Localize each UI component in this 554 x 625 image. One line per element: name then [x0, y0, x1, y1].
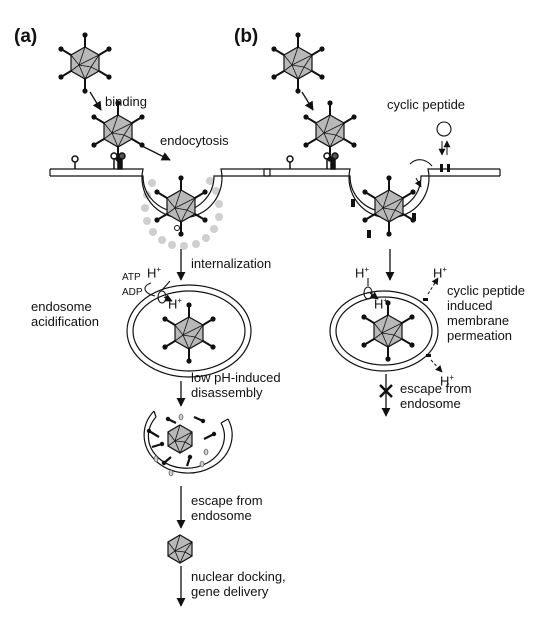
receptors-b: [286, 152, 339, 170]
proton-label-a1: H+: [147, 265, 162, 281]
endosome-a: [126, 284, 252, 378]
block-cross-icon: [379, 384, 393, 398]
endosome-b: [329, 290, 439, 372]
proton-label-b1: H+: [355, 265, 370, 281]
proton-pump-icon: [144, 280, 173, 304]
disassembly-label: low pH-induced disassembly: [191, 370, 281, 400]
proton-label-b2: H+: [433, 265, 448, 281]
panel-a-label: (a): [14, 26, 38, 47]
proton-pump-icon-b: [363, 278, 379, 300]
fragments-icon: [146, 413, 217, 477]
endosome-virion-icon: [161, 301, 217, 365]
permeation-label: cyclic peptide induced membrane permeati…: [447, 283, 526, 343]
cyclic-peptide-label: cyclic peptide: [387, 97, 466, 112]
ruptured-endosome: [143, 410, 233, 474]
released-capsid-icon: [167, 534, 193, 564]
binding-arrow-b: [301, 91, 314, 111]
adp-label: ADP: [122, 287, 143, 298]
proton-label-b4: H+: [440, 373, 455, 389]
delivery-label: nuclear docking, gene delivery: [191, 569, 286, 599]
proton-label-a2: H+: [168, 296, 183, 312]
binding-arrow: [89, 91, 102, 111]
free-virion-icon-b: [270, 31, 326, 95]
endosome-acidification-label: endosome acidification: [31, 299, 99, 329]
proton-leak-arrows: [427, 277, 443, 373]
receptors-a: [71, 152, 126, 170]
pit-virion-icon-b: [361, 174, 417, 238]
free-virion-icon: [57, 31, 113, 95]
escape-label-b: escape from endosome: [400, 381, 472, 411]
atp-label: ATP: [122, 272, 141, 283]
panel-a-graphic: [49, 31, 271, 607]
peptide-exchange-arrows: [438, 140, 451, 156]
bound-virion-icon: [90, 99, 146, 163]
binding-label: binding: [105, 94, 147, 109]
internalization-label: internalization: [191, 256, 272, 271]
cyclic-peptide-icon: [436, 121, 452, 137]
proton-label-b3: H+: [374, 296, 389, 312]
endocytosis-arrow: [141, 145, 171, 161]
panel-b-label: (b): [234, 26, 259, 47]
panel-b-graphic: [263, 31, 501, 417]
escape-label-a: escape from endosome: [191, 493, 263, 523]
bound-virion-icon-b: [302, 99, 358, 163]
pit-virion-icon: [153, 174, 209, 238]
plasma-membrane-a: [49, 168, 271, 250]
endocytosis-label: endocytosis: [160, 133, 229, 148]
